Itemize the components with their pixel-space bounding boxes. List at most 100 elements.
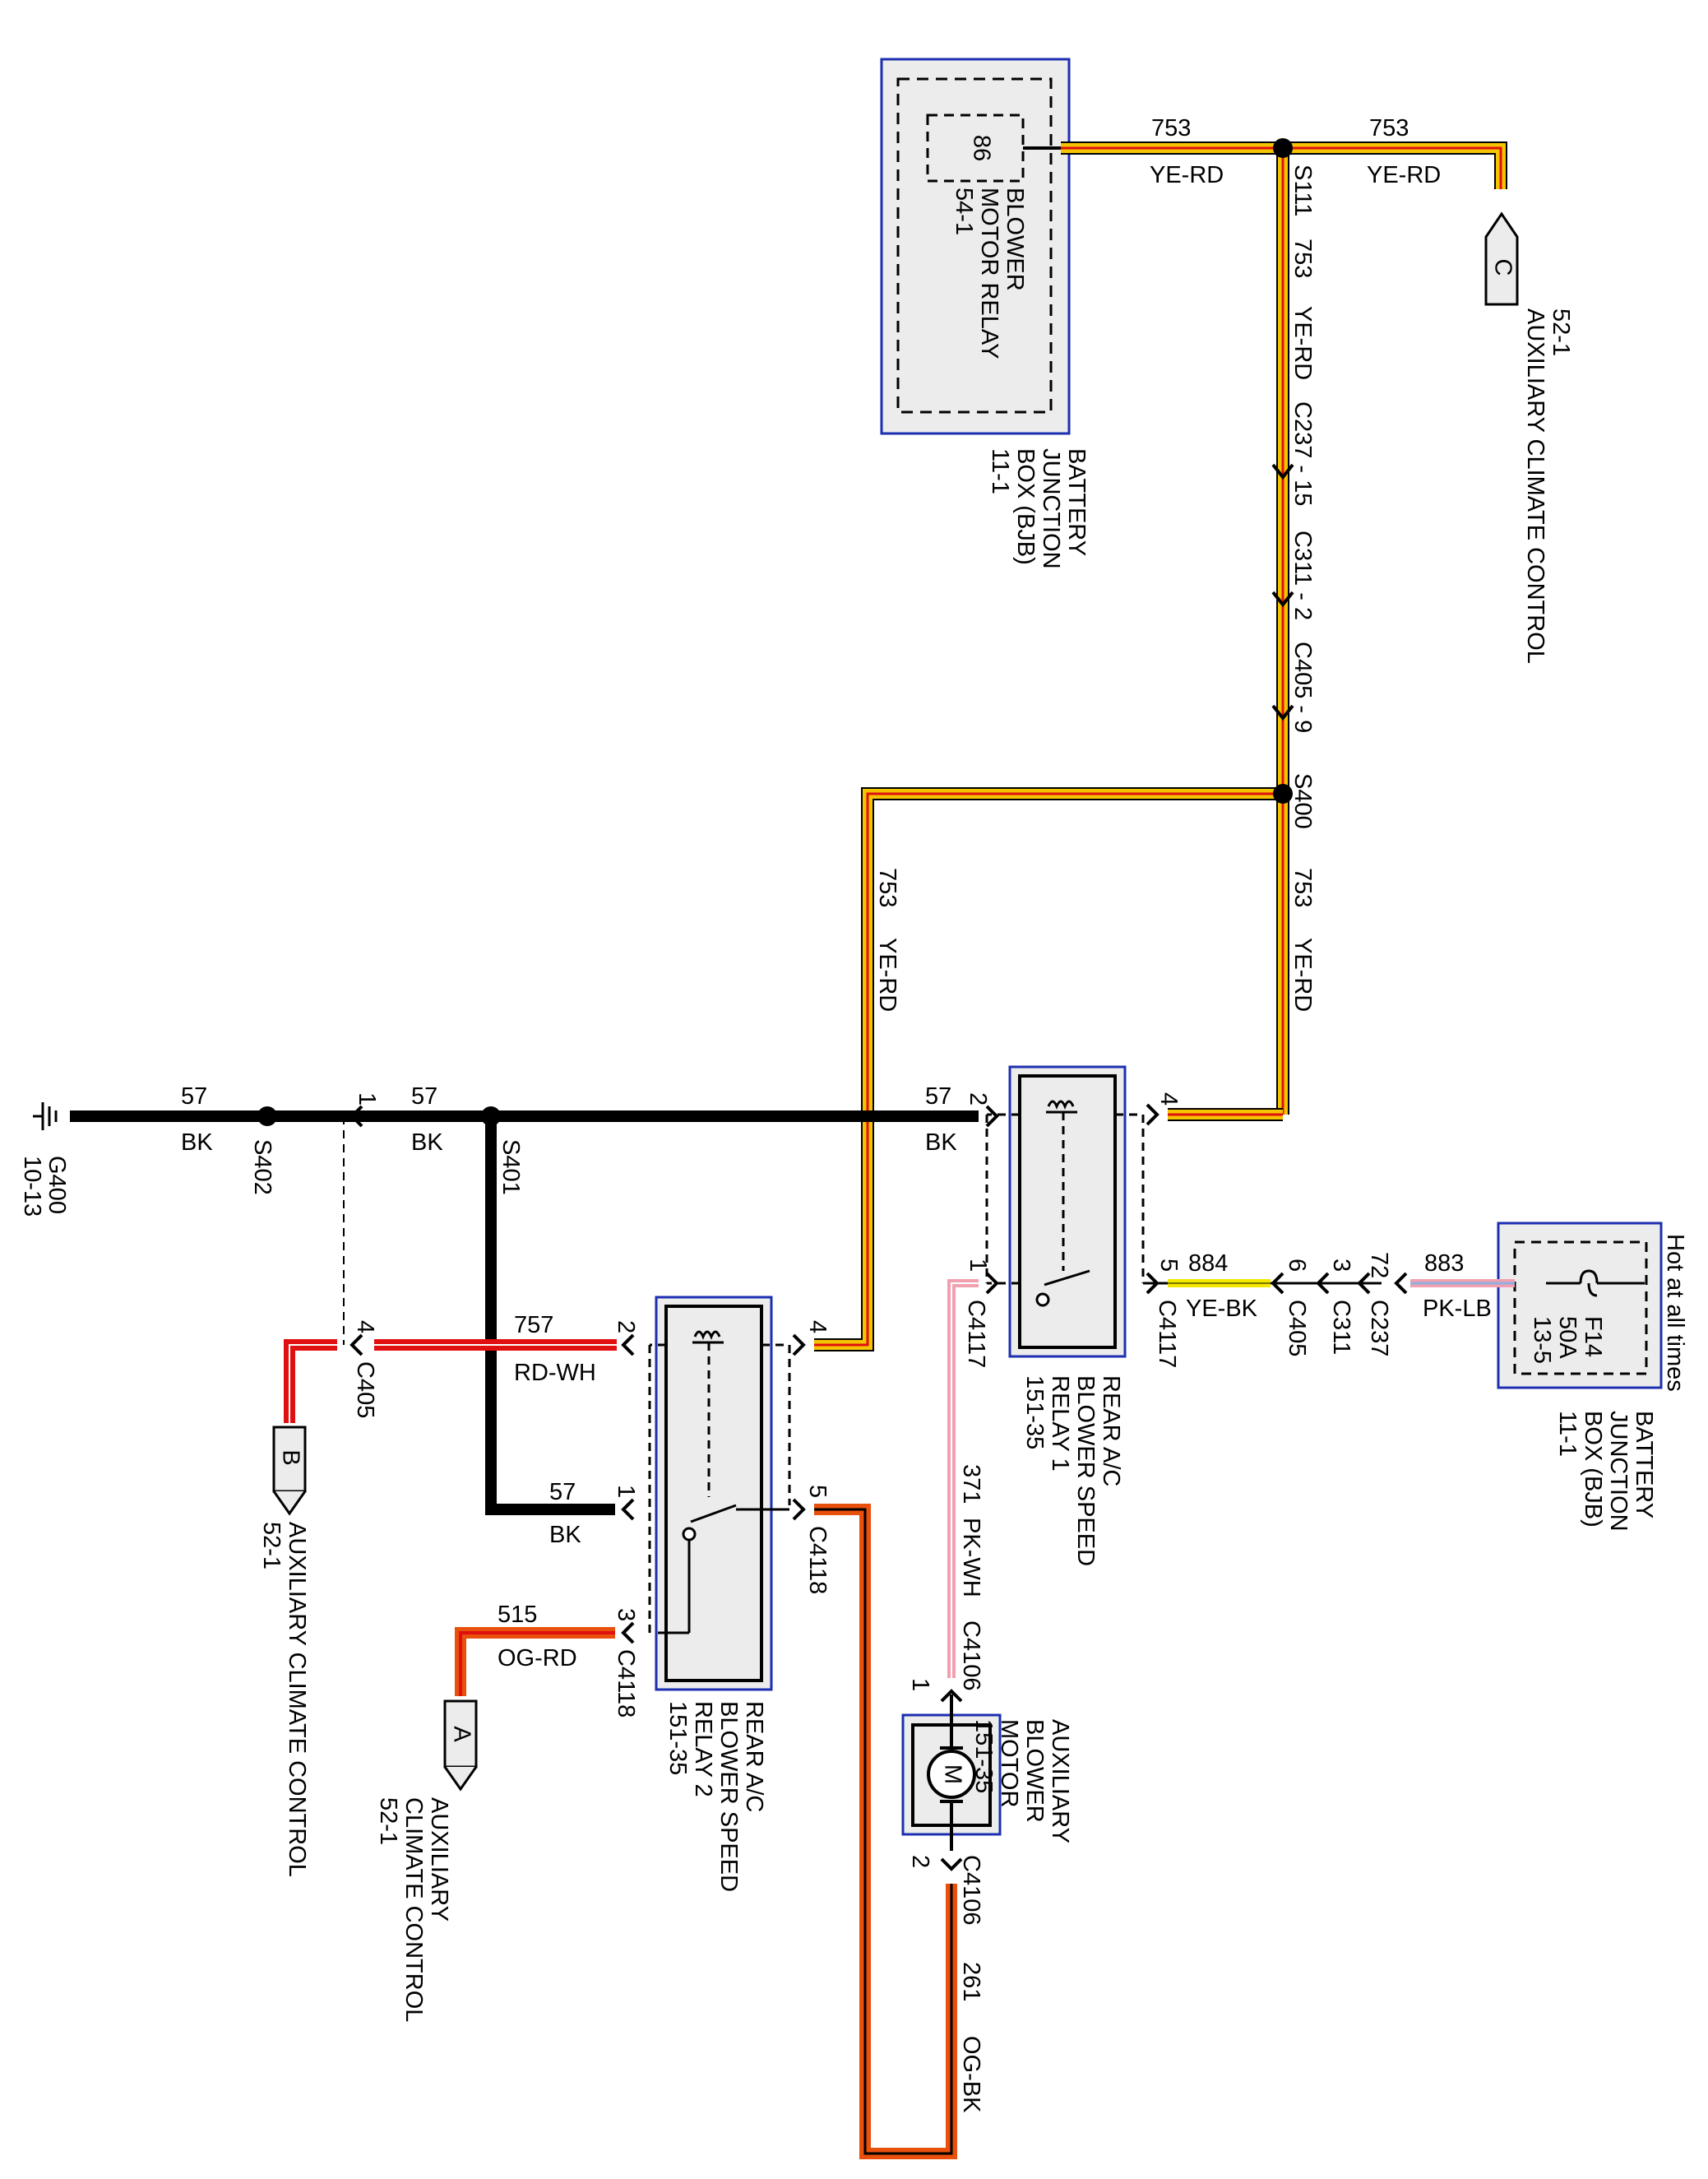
aux-blower-motor-box: M — [901, 1695, 1002, 1851]
label-s402: S402 — [249, 1139, 275, 1195]
label-753-b: 753 — [1369, 115, 1409, 141]
relay-1-label: REAR A/C BLOWER SPEED RELAY 1 151-35 — [1021, 1375, 1124, 1566]
svg-text:11-1: 11-1 — [1554, 1411, 1581, 1457]
wire-57-bk — [70, 1110, 979, 1515]
label-c4106-a: C4106 — [958, 1620, 984, 1690]
label-bk-a: BK — [181, 1129, 213, 1156]
pin-label: 3 — [1328, 1259, 1354, 1272]
wire-515-ogrd — [455, 1627, 689, 1696]
svg-text:52-1: 52-1 — [1548, 308, 1574, 356]
pin-label: 6 — [1284, 1259, 1310, 1272]
label-c4118-a: C4118 — [804, 1526, 831, 1594]
svg-text:BLOWER SPEED: BLOWER SPEED — [715, 1701, 742, 1892]
svg-text:RELAY 2: RELAY 2 — [690, 1701, 716, 1797]
pin-label: 2 — [613, 1320, 639, 1333]
svg-text:MOTOR RELAY: MOTOR RELAY — [976, 188, 1002, 359]
svg-text:52-1: 52-1 — [258, 1522, 285, 1569]
ground-icon — [33, 1102, 58, 1130]
aux-cc-a-label: AUXILIARY CLIMATE CONTROL 52-1 — [375, 1797, 452, 2022]
svg-text:52-1: 52-1 — [375, 1797, 401, 1845]
svg-text:MOTOR: MOTOR — [996, 1719, 1022, 1807]
label-c237-b: C237 — [1366, 1300, 1392, 1356]
svg-text:BATTERY: BATTERY — [1631, 1411, 1657, 1518]
label-rdwh: RD-WH — [514, 1360, 596, 1386]
label-c4106-b: C4106 — [958, 1855, 984, 1925]
pin-label: 3 — [613, 1608, 639, 1621]
svg-text:AUXILIARY CLIMATE CONTROL: AUXILIARY CLIMATE CONTROL — [1522, 308, 1548, 664]
label-bk-d: BK — [549, 1522, 581, 1548]
label-s401: S401 — [498, 1139, 524, 1195]
label-883: 883 — [1424, 1250, 1464, 1277]
label-c405-c: C405 — [352, 1361, 378, 1418]
blower-motor-relay-label: BLOWER MOTOR RELAY 54-1 — [951, 188, 1028, 359]
svg-text:AUXILIARY: AUXILIARY — [1047, 1719, 1073, 1843]
svg-text:151-35: 151-35 — [970, 1719, 997, 1793]
splice-s402 — [257, 1106, 277, 1126]
splice-s111 — [1273, 138, 1293, 158]
label-757: 757 — [514, 1312, 553, 1338]
wire-753-vertical — [1168, 148, 1289, 1121]
label-515: 515 — [498, 1602, 537, 1628]
svg-text:REAR A/C: REAR A/C — [1098, 1375, 1124, 1486]
label-753-a: 753 — [1151, 115, 1191, 141]
label-bk-c: BK — [925, 1129, 957, 1156]
svg-text:BOX (BJB): BOX (BJB) — [1012, 448, 1039, 565]
label-ogbk: OG-BK — [958, 2036, 984, 2113]
relay-2-label: REAR A/C BLOWER SPEED RELAY 2 151-35 — [664, 1701, 767, 1892]
label-s111: S111 — [1289, 165, 1316, 216]
svg-text:JUNCTION: JUNCTION — [1605, 1411, 1632, 1532]
svg-text:RELAY 1: RELAY 1 — [1047, 1375, 1073, 1472]
aux-cc-b-label: AUXILIARY CLIMATE CONTROL 52-1 — [258, 1522, 310, 1877]
connector-c: C — [1484, 211, 1519, 306]
pin-label: 1 — [965, 1259, 991, 1272]
pin-label: 5 — [804, 1485, 831, 1498]
label-884: 884 — [1188, 1250, 1228, 1277]
svg-text:BATTERY: BATTERY — [1063, 448, 1090, 556]
pin-label: 72 — [1366, 1252, 1392, 1278]
wire-753-left-branch — [814, 787, 1283, 1351]
label-371: 371 — [958, 1464, 984, 1504]
label-c237-15: C237 - 15 — [1289, 401, 1316, 506]
label-g400-ref: 10-13 — [19, 1156, 45, 1217]
label-pklb: PK-LB — [1423, 1296, 1492, 1322]
fuse-f14-label: F14 50A 13-5 — [1529, 1316, 1606, 1364]
svg-text:54-1: 54-1 — [951, 188, 977, 235]
svg-text:50A: 50A — [1554, 1316, 1581, 1359]
splice-s401 — [481, 1106, 501, 1126]
label-yerd-a: YE-RD — [1150, 162, 1224, 188]
svg-text:CLIMATE CONTROL: CLIMATE CONTROL — [400, 1797, 427, 2022]
label-c311-2: C311 - 2 — [1289, 531, 1316, 620]
label-57-c: 57 — [925, 1083, 951, 1110]
label-753-c: 753 — [1289, 239, 1316, 278]
label-yerd-b: YE-RD — [1367, 162, 1441, 188]
label-261: 261 — [958, 1962, 984, 2001]
pin-label: 4 — [1155, 1092, 1182, 1106]
label-c4117-a: C4117 — [963, 1300, 989, 1368]
label-pkwh: PK-WH — [958, 1518, 984, 1597]
label-s400: S400 — [1289, 773, 1316, 829]
aux-cc-c-label: AUXILIARY CLIMATE CONTROL 52-1 — [1522, 308, 1574, 664]
bjb-right-box: F14 50A 13-5 — [1497, 1222, 1663, 1389]
label-753-d: 753 — [1289, 868, 1316, 907]
label-g400: G400 — [44, 1156, 70, 1214]
pin-label: 5 — [1155, 1259, 1182, 1272]
connector-arrows — [349, 463, 1408, 1871]
svg-text:A: A — [448, 1726, 474, 1742]
svg-text:AUXILIARY CLIMATE CONTROL: AUXILIARY CLIMATE CONTROL — [284, 1522, 310, 1877]
svg-text:F14: F14 — [1580, 1316, 1606, 1357]
aux-blower-motor-label: AUXILIARY BLOWER MOTOR 151-35 — [970, 1719, 1073, 1843]
svg-text:151-35: 151-35 — [664, 1701, 691, 1775]
svg-text:AUXILIARY: AUXILIARY — [426, 1797, 452, 1922]
pin-86-label: 86 — [968, 135, 994, 161]
label-753-e: 753 — [874, 868, 900, 907]
connector-b: B — [272, 1426, 307, 1516]
pin-label: 2 — [965, 1092, 991, 1106]
splice-s400 — [1273, 784, 1293, 804]
label-yerd-e: YE-RD — [874, 938, 900, 1012]
svg-text:BLOWER SPEED: BLOWER SPEED — [1072, 1375, 1099, 1566]
label-ogrd: OG-RD — [498, 1645, 577, 1671]
label-c4117-b: C4117 — [1154, 1300, 1180, 1368]
bjb-right-label: BATTERY JUNCTION BOX (BJB) 11-1 — [1554, 1411, 1657, 1532]
pin-label: 4 — [804, 1320, 831, 1333]
